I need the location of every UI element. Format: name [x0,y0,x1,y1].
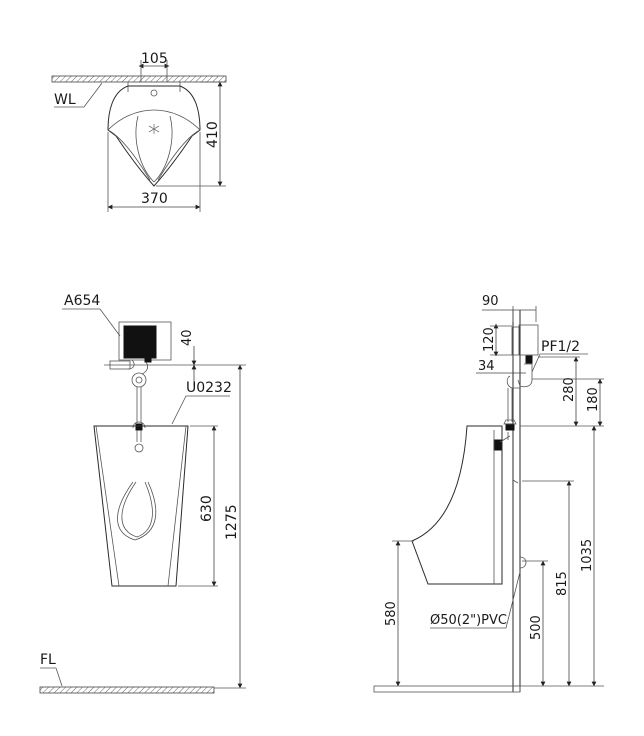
top-view: WL 105 410 370 [51,51,227,212]
wall-line-hatch [51,75,227,83]
inlet-fitting [493,355,533,451]
dim-sensor-depth: 90 [482,294,499,309]
floor-slab [373,685,521,693]
flush-pipe-assembly [109,355,152,453]
inlet-label: PF1/2 [541,339,580,355]
urinal-front-outline [93,425,189,587]
dim-sensor-to-top: 180 [586,387,601,412]
front-view: A654 40 U0232 [39,293,246,694]
dim-width: 370 [141,191,168,207]
outlet-stub [519,556,527,569]
wall-line-label: WL [54,92,76,108]
inlet-leader [531,353,588,373]
outlet-label: Ø50(2")PVC [430,613,507,628]
sensor-leader [62,308,121,337]
side-view: 90 120 34 PF1/2 280 18 [373,294,604,693]
urinal-leader [171,395,230,425]
urinal-side-outline [411,425,519,585]
dim-total-height: 1275 [224,504,240,540]
floor-leader [40,667,63,687]
wall-line-leader [54,82,103,108]
sensor-side-plate [511,326,520,356]
dim-mount-height: 815 [555,571,570,596]
sensor-label: A654 [64,293,100,309]
sensor-side-housing [518,324,539,356]
dim-top-height: 1035 [580,539,595,572]
urinal-label: U0232 [186,380,232,396]
dim-sensor-height: 120 [482,327,497,352]
dim-inlet-spacing: 105 [141,51,168,67]
dim-rim-height: 580 [384,601,399,626]
dim-bowl-height: 630 [199,495,215,522]
dim-outlet-height: 500 [529,615,544,640]
floor-label: FL [40,652,56,668]
urinal-top-outline [107,82,201,187]
outlet-leader [430,571,521,629]
dim-pipe-offset: 34 [478,359,495,374]
spray-icon [148,124,160,134]
floor-line-hatch [39,686,215,694]
dim-projection: 410 [205,121,221,148]
dim-inlet-to-top: 280 [562,377,577,402]
sensor-body [123,325,157,359]
dim-sensor-offset: 40 [180,329,195,346]
